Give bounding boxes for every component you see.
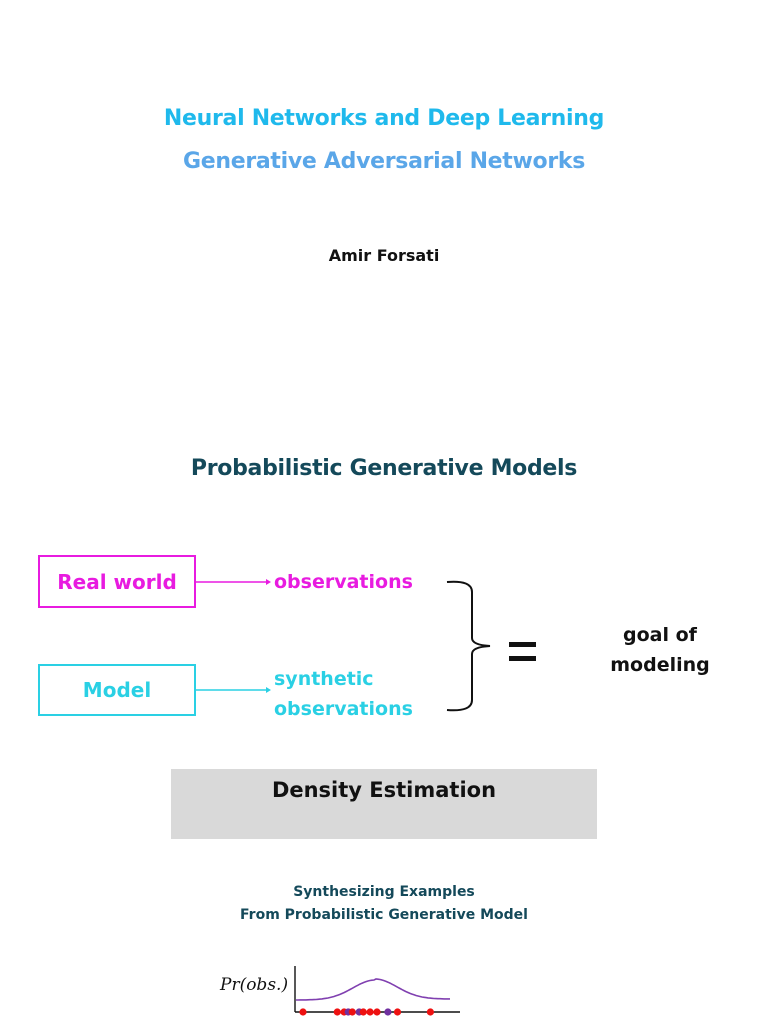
goal-of-modeling-label: goal of modeling — [600, 620, 720, 680]
probability-axis-label: Pr(obs.) — [220, 975, 289, 995]
synthesizing-line1: Synthesizing Examples — [293, 884, 475, 900]
real-observation-dot — [359, 1008, 367, 1016]
observations-label: observations — [274, 571, 413, 593]
right-brace-icon — [446, 580, 491, 712]
real-observation-dot — [393, 1008, 402, 1016]
real-observation-dot — [333, 1008, 341, 1016]
real-observation-dot — [373, 1008, 381, 1016]
lecture-title: Generative Adversarial Networks — [182, 149, 586, 174]
synthetic-line2: observations — [274, 698, 413, 720]
equals-top-bar — [509, 642, 536, 647]
synthetic-observations-label: synthetic observations — [274, 664, 413, 724]
real-world-box: Real world — [38, 555, 196, 608]
section-title: Probabilistic Generative Models — [190, 456, 578, 481]
real-observation-dot — [348, 1008, 356, 1016]
density-curve — [296, 978, 450, 1001]
real-observation-dot — [299, 1008, 307, 1016]
goal-line1: goal of — [623, 624, 697, 646]
goal-line2: modeling — [610, 654, 710, 676]
model-label: Model — [82, 678, 152, 702]
author-name: Amir Forsati — [328, 246, 440, 265]
real-world-label: Real world — [57, 569, 177, 594]
real-observation-dot — [426, 1008, 434, 1016]
model-arrow-head-icon — [266, 687, 271, 693]
model-box: Model — [38, 664, 196, 716]
course-title: Neural Networks and Deep Learning — [163, 106, 605, 131]
synthesizing-line2: From Probabilistic Generative Model — [240, 907, 528, 923]
synthetic-line1: synthetic — [274, 668, 374, 690]
real-arrow-head-icon — [266, 579, 271, 585]
density-estimation-box — [171, 769, 597, 839]
equals-bottom-bar — [509, 656, 536, 661]
real-observation-dot — [366, 1008, 374, 1016]
observation-dots — [299, 1008, 434, 1016]
density-estimation-label: Density Estimation — [271, 778, 497, 802]
synthesizing-title: Synthesizing Examples From Probabilistic… — [0, 881, 768, 927]
synthetic-observation-dot — [384, 1008, 392, 1016]
